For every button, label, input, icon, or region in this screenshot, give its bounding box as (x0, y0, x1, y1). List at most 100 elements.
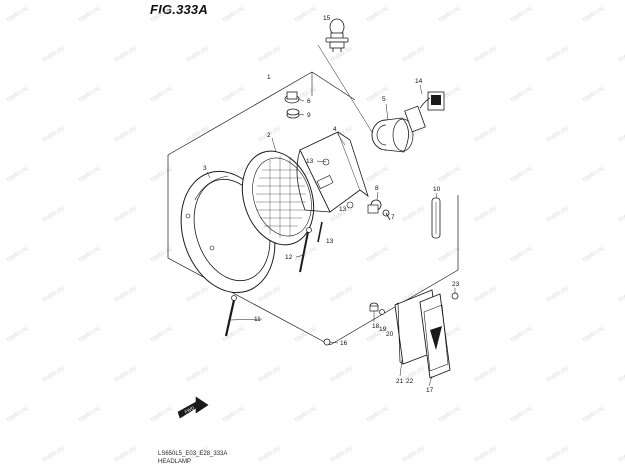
figure-title: FIG.333A (150, 2, 208, 17)
callout-21: 20 (386, 331, 394, 338)
watermark-text: moto.ru (185, 125, 209, 144)
watermark-text: moto.ru (5, 325, 29, 344)
watermark-text: moto.ru (149, 165, 173, 184)
band-part-10 (431, 197, 441, 239)
watermark-text: moto.ru (581, 165, 605, 184)
watermark-text: moto.ru (77, 405, 101, 424)
watermark-text: moto.ru (41, 205, 65, 224)
watermark-text: moto.ru (221, 325, 245, 344)
watermark-text: moto.ru (401, 445, 425, 464)
watermark-text: moto.ru (149, 5, 173, 24)
watermark-text: moto.ru (41, 125, 65, 144)
callout-22: 21 (396, 378, 404, 385)
watermark-text: moto.ru (437, 405, 461, 424)
watermark-text: moto.ru (257, 45, 281, 64)
callout-13b: 13 (339, 206, 347, 213)
callout-11: 11 (254, 316, 261, 323)
watermark-text: moto.ru (473, 45, 497, 64)
forward-arrow-badge: FWD (177, 396, 209, 419)
callout-16: 15 (323, 15, 331, 22)
watermark-text: moto.ru (365, 165, 389, 184)
bolt-part-8 (367, 199, 382, 214)
callout-2: 2 (267, 132, 271, 139)
frame-bottom-line (329, 269, 459, 346)
watermark-text: moto.ru (77, 85, 101, 104)
watermark-text: moto.ru (401, 365, 425, 384)
watermark-text: moto.ru (293, 405, 317, 424)
headlamp-lens-unit (241, 150, 315, 246)
watermark-text: moto.ru (545, 445, 569, 464)
watermark-text: moto.ru (41, 45, 65, 64)
watermark-text: moto.ru (221, 85, 245, 104)
watermark-text: moto.ru (113, 285, 137, 304)
watermark-text: moto.ru (545, 365, 569, 384)
callout-1: 1 (267, 74, 271, 81)
callout-7: 7 (391, 214, 395, 221)
callout-14: 13 (326, 238, 334, 245)
callout-20: 19 (379, 326, 387, 333)
watermark-text: moto.ru (509, 5, 533, 24)
watermark-text: moto.ru (401, 45, 425, 64)
bolt-part-11 (224, 295, 237, 337)
callout-4: 4 (333, 126, 337, 133)
watermark-text: moto.ru (473, 365, 497, 384)
callout-19: 18 (372, 323, 380, 330)
nut-part-19-20 (369, 302, 385, 315)
watermark-text: moto.ru (509, 325, 533, 344)
watermark-text: moto.ru (5, 165, 29, 184)
watermark-text: moto.ru (437, 165, 461, 184)
figure-code: LS650L5_E03_E28_333A HEADLAMP (158, 450, 227, 466)
watermark-text: moto.ru (149, 85, 173, 104)
watermark-text: moto.ru (437, 5, 461, 24)
watermark-text: moto.ru (221, 405, 245, 424)
watermark-text: moto.ru (473, 445, 497, 464)
watermark-text: moto.ru (185, 365, 209, 384)
forward-badge-label: FWD (184, 405, 196, 415)
callout-24: 23 (452, 281, 460, 288)
watermark-text: moto.ru (5, 5, 29, 24)
watermark-text: moto.ru (221, 5, 245, 24)
watermark-text: moto.ru (581, 405, 605, 424)
bulb-cover (371, 117, 414, 153)
watermark-text: moto.ru (473, 205, 497, 224)
watermark-text: moto.ru (41, 445, 65, 464)
figure-code-line1: LS650L5_E03_E28_333A (158, 451, 228, 457)
watermark-text: moto.ru (149, 245, 173, 264)
watermark-text: moto.ru (77, 245, 101, 264)
watermark-text: moto.ru (509, 165, 533, 184)
watermark-text: moto.ru (113, 445, 137, 464)
watermark-text: moto.ru (149, 405, 173, 424)
callout-8: 8 (375, 185, 379, 192)
watermark-text: moto.ru (185, 45, 209, 64)
watermark-text: moto.ru (77, 5, 101, 24)
callout-6: 6 (307, 98, 311, 105)
leader-lines (206, 84, 456, 387)
cap-part-6 (284, 91, 300, 104)
watermark-text: moto.ru (329, 365, 353, 384)
watermark-text: moto.ru (149, 325, 173, 344)
watermark-text: moto.ru (5, 85, 29, 104)
frame-left-line (167, 155, 331, 346)
watermark-text: moto.ru (365, 5, 389, 24)
watermark-text: moto.ru (509, 405, 533, 424)
nut-part-17 (323, 338, 331, 346)
watermark-text: moto.ru (581, 85, 605, 104)
callout-3: 3 (203, 165, 207, 172)
watermark-text: moto.ru (257, 285, 281, 304)
figure-code-line2: HEADLAMP (158, 459, 192, 465)
headlamp-bulb (325, 18, 349, 52)
callout-23: 22 (406, 378, 414, 385)
callout-10: 10 (433, 186, 441, 193)
watermark-text: moto.ru (617, 125, 625, 144)
watermark-text: moto.ru (581, 325, 605, 344)
watermark-text: moto.ru (185, 285, 209, 304)
watermark-text: moto.ru (545, 125, 569, 144)
watermark-text: moto.ru (545, 45, 569, 64)
watermark-text: moto.ru (329, 445, 353, 464)
screw-part-14 (317, 221, 323, 243)
watermark-text: moto.ru (617, 285, 625, 304)
watermark-text: moto.ru (257, 445, 281, 464)
watermark-text: moto.ru (41, 285, 65, 304)
